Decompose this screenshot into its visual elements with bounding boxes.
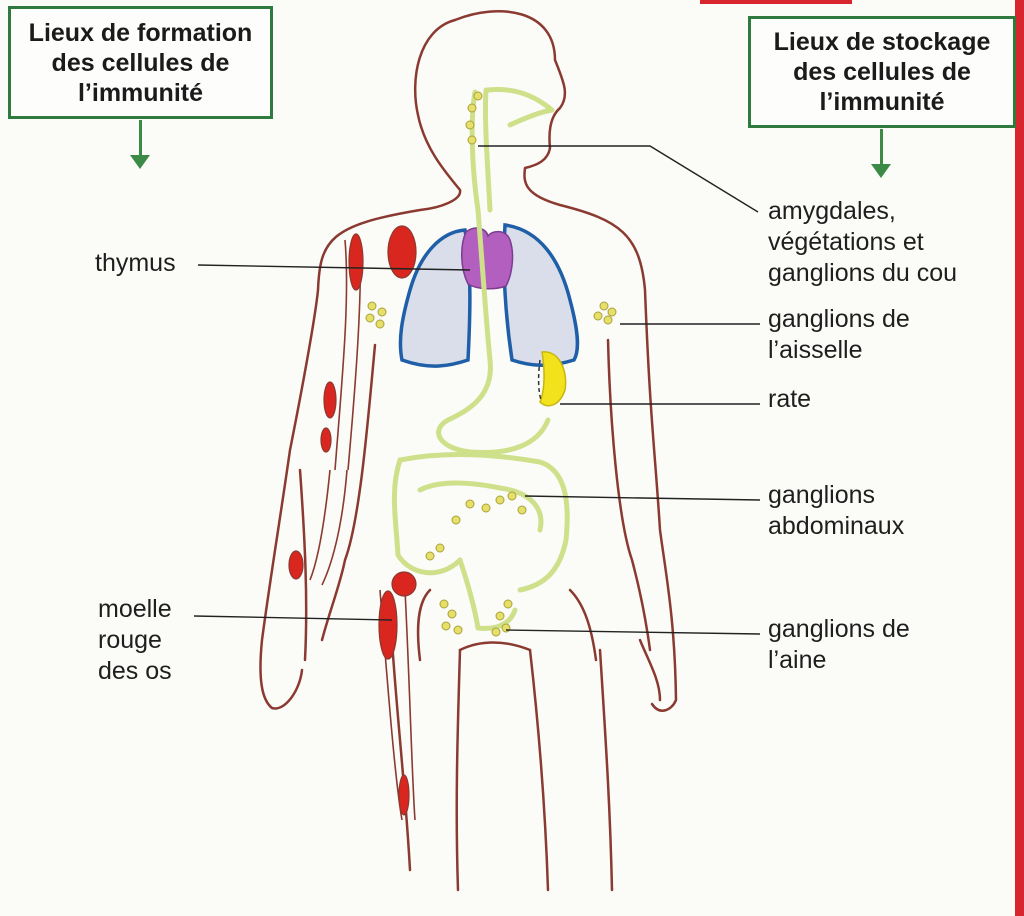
right-red-border	[1015, 0, 1024, 916]
aine-leader-line	[505, 629, 761, 635]
abdominaux-leader-line	[524, 495, 761, 501]
label-aisselle: ganglions de l’aisselle	[768, 305, 910, 364]
storage-arrow-shaft	[880, 129, 883, 167]
storage-title-box: Lieux de stockage des cellules de l’immu…	[748, 16, 1016, 128]
label-thymus: thymus	[95, 249, 176, 277]
lymph-nodes	[365, 91, 617, 637]
moelle-leader-line	[193, 615, 393, 621]
leader-lines	[193, 145, 761, 635]
label-moelle: moelle rouge des os	[98, 595, 172, 685]
label-abdominaux: ganglions abdominaux	[768, 481, 905, 540]
stomach-dashed-edge	[537, 359, 542, 401]
formation-title-box: Lieux de formation des cellules de l’imm…	[8, 6, 273, 119]
bone-marrow	[288, 225, 417, 816]
storage-arrow-head	[871, 164, 891, 178]
top-red-strip	[700, 0, 852, 4]
lungs	[398, 222, 580, 368]
formation-arrow-head	[130, 155, 150, 169]
formation-arrow-shaft	[139, 120, 142, 158]
label-rate: rate	[768, 385, 812, 413]
spleen	[539, 351, 567, 407]
label-amygdales: amygdales, végétations et ganglions du c…	[768, 197, 958, 287]
thymus	[461, 227, 514, 290]
label-aine: ganglions de l’aine	[768, 615, 910, 674]
amygdales-leader-line	[478, 145, 759, 213]
thymus-leader-line	[197, 264, 471, 271]
